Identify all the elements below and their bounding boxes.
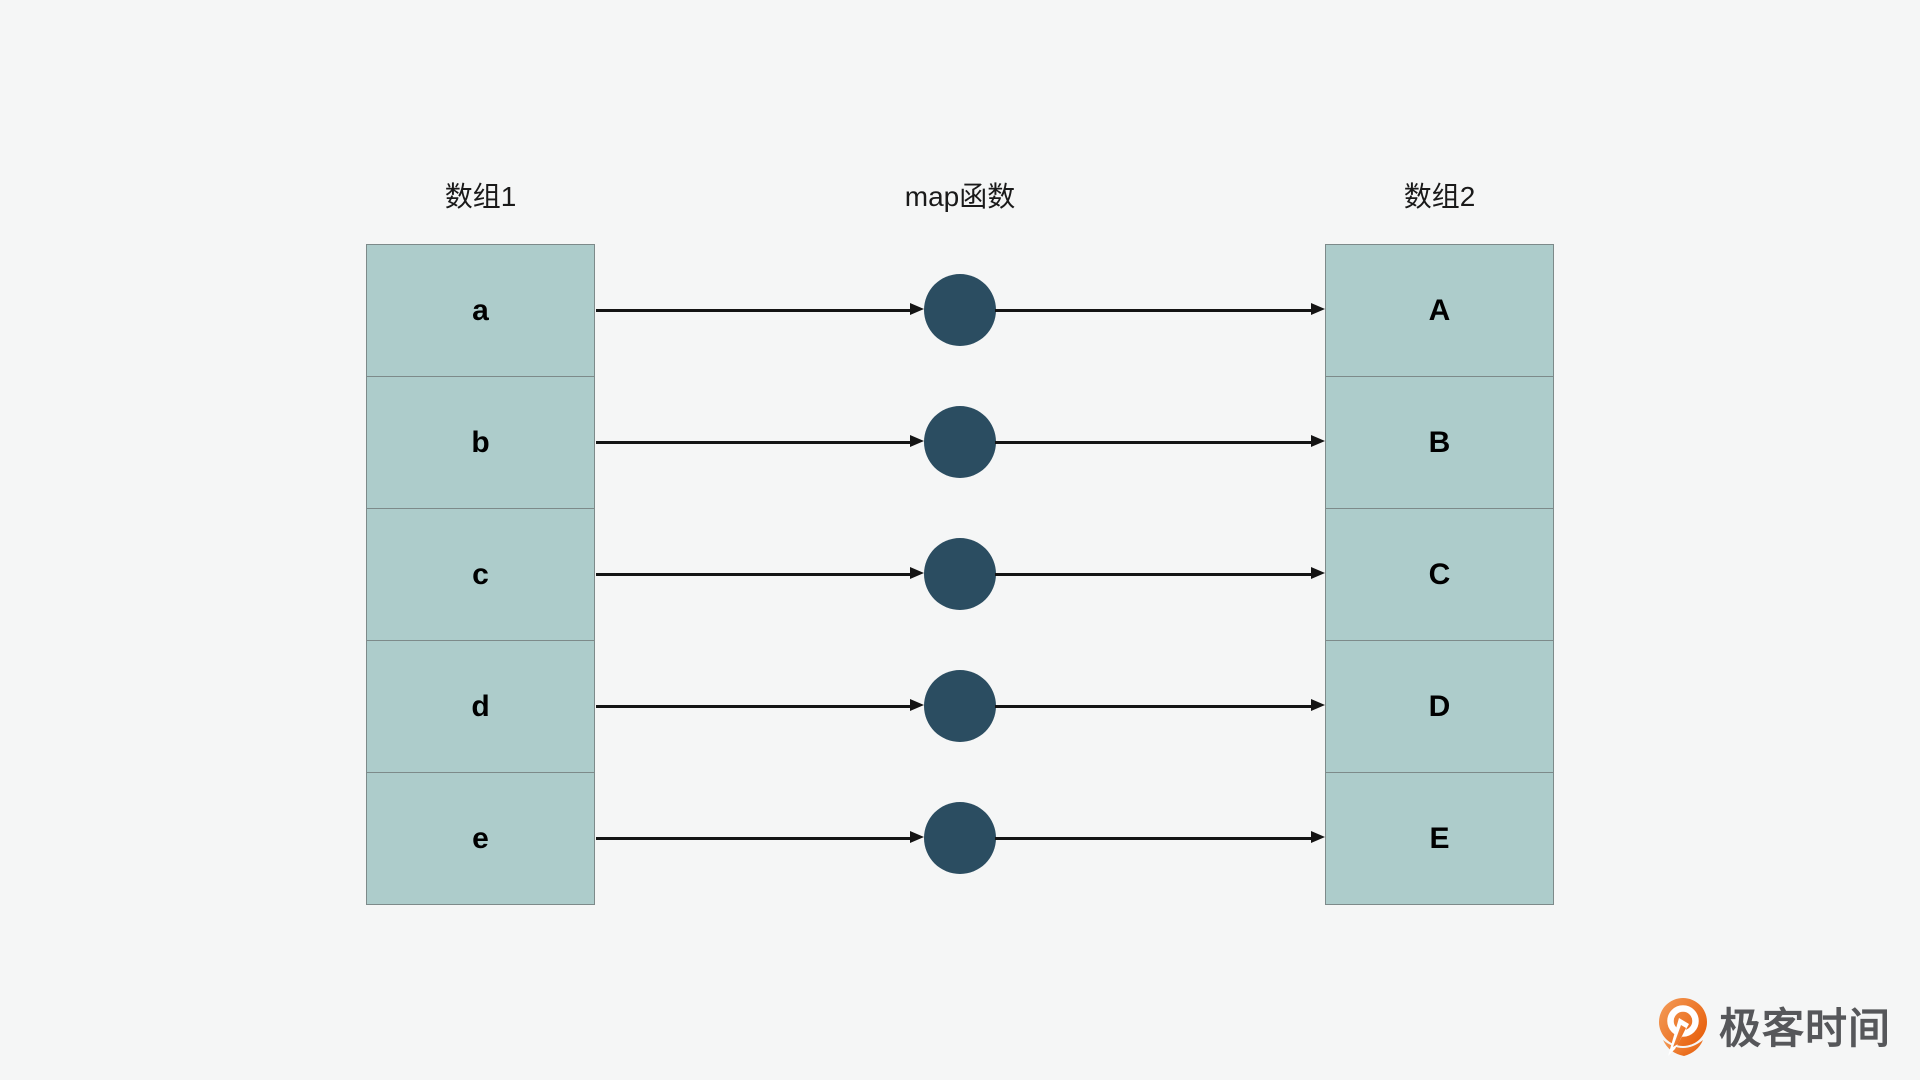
map-function-title: map函数 <box>904 181 1016 212</box>
arrowhead-right-icon <box>1311 699 1325 711</box>
map-row <box>0 538 1920 610</box>
array1-title: 数组1 <box>444 181 517 212</box>
arrow-line-left <box>596 572 911 576</box>
map-function-node <box>924 670 996 742</box>
map-function-node <box>924 274 996 346</box>
array1-column: a b c d e <box>366 244 595 905</box>
geektime-logo: 极客时间 <box>1656 998 1891 1059</box>
geektime-logo-icon <box>1659 998 1707 1056</box>
map-function-node <box>924 538 996 610</box>
arrowhead-right-icon <box>1311 567 1325 579</box>
array2-column: A B C D E <box>1325 244 1554 905</box>
arrowhead-left-icon <box>910 567 924 579</box>
map-row <box>0 802 1920 874</box>
map-row <box>0 670 1920 742</box>
arrowhead-right-icon <box>1311 435 1325 447</box>
array1-cell: e <box>366 772 595 905</box>
arrow-line-right <box>995 704 1312 708</box>
map-function-node <box>924 802 996 874</box>
array2-cell: E <box>1325 772 1554 905</box>
array2-cell: A <box>1325 244 1554 377</box>
array2-cell: B <box>1325 376 1554 509</box>
geektime-logo-text: 极客时间 <box>1719 1005 1892 1052</box>
map-row <box>0 406 1920 478</box>
array1-cell: c <box>366 508 595 641</box>
array1-cell: b <box>366 376 595 509</box>
arrow-line-left <box>596 704 911 708</box>
arrow-line-right <box>995 440 1312 444</box>
arrow-line-left <box>596 308 911 312</box>
arrow-line-left <box>596 440 911 444</box>
array2-title: 数组2 <box>1403 181 1476 212</box>
arrowhead-right-icon <box>1311 303 1325 315</box>
array1-cell: a <box>366 244 595 377</box>
map-function-node <box>924 406 996 478</box>
map-row <box>0 274 1920 346</box>
arrow-line-right <box>995 572 1312 576</box>
arrow-line-right <box>995 308 1312 312</box>
arrowhead-left-icon <box>910 303 924 315</box>
arrowhead-right-icon <box>1311 831 1325 843</box>
arrow-line-left <box>596 836 911 840</box>
arrowhead-left-icon <box>910 435 924 447</box>
arrowhead-left-icon <box>910 831 924 843</box>
arrowhead-left-icon <box>910 699 924 711</box>
arrow-line-right <box>995 836 1312 840</box>
array2-cell: D <box>1325 640 1554 773</box>
